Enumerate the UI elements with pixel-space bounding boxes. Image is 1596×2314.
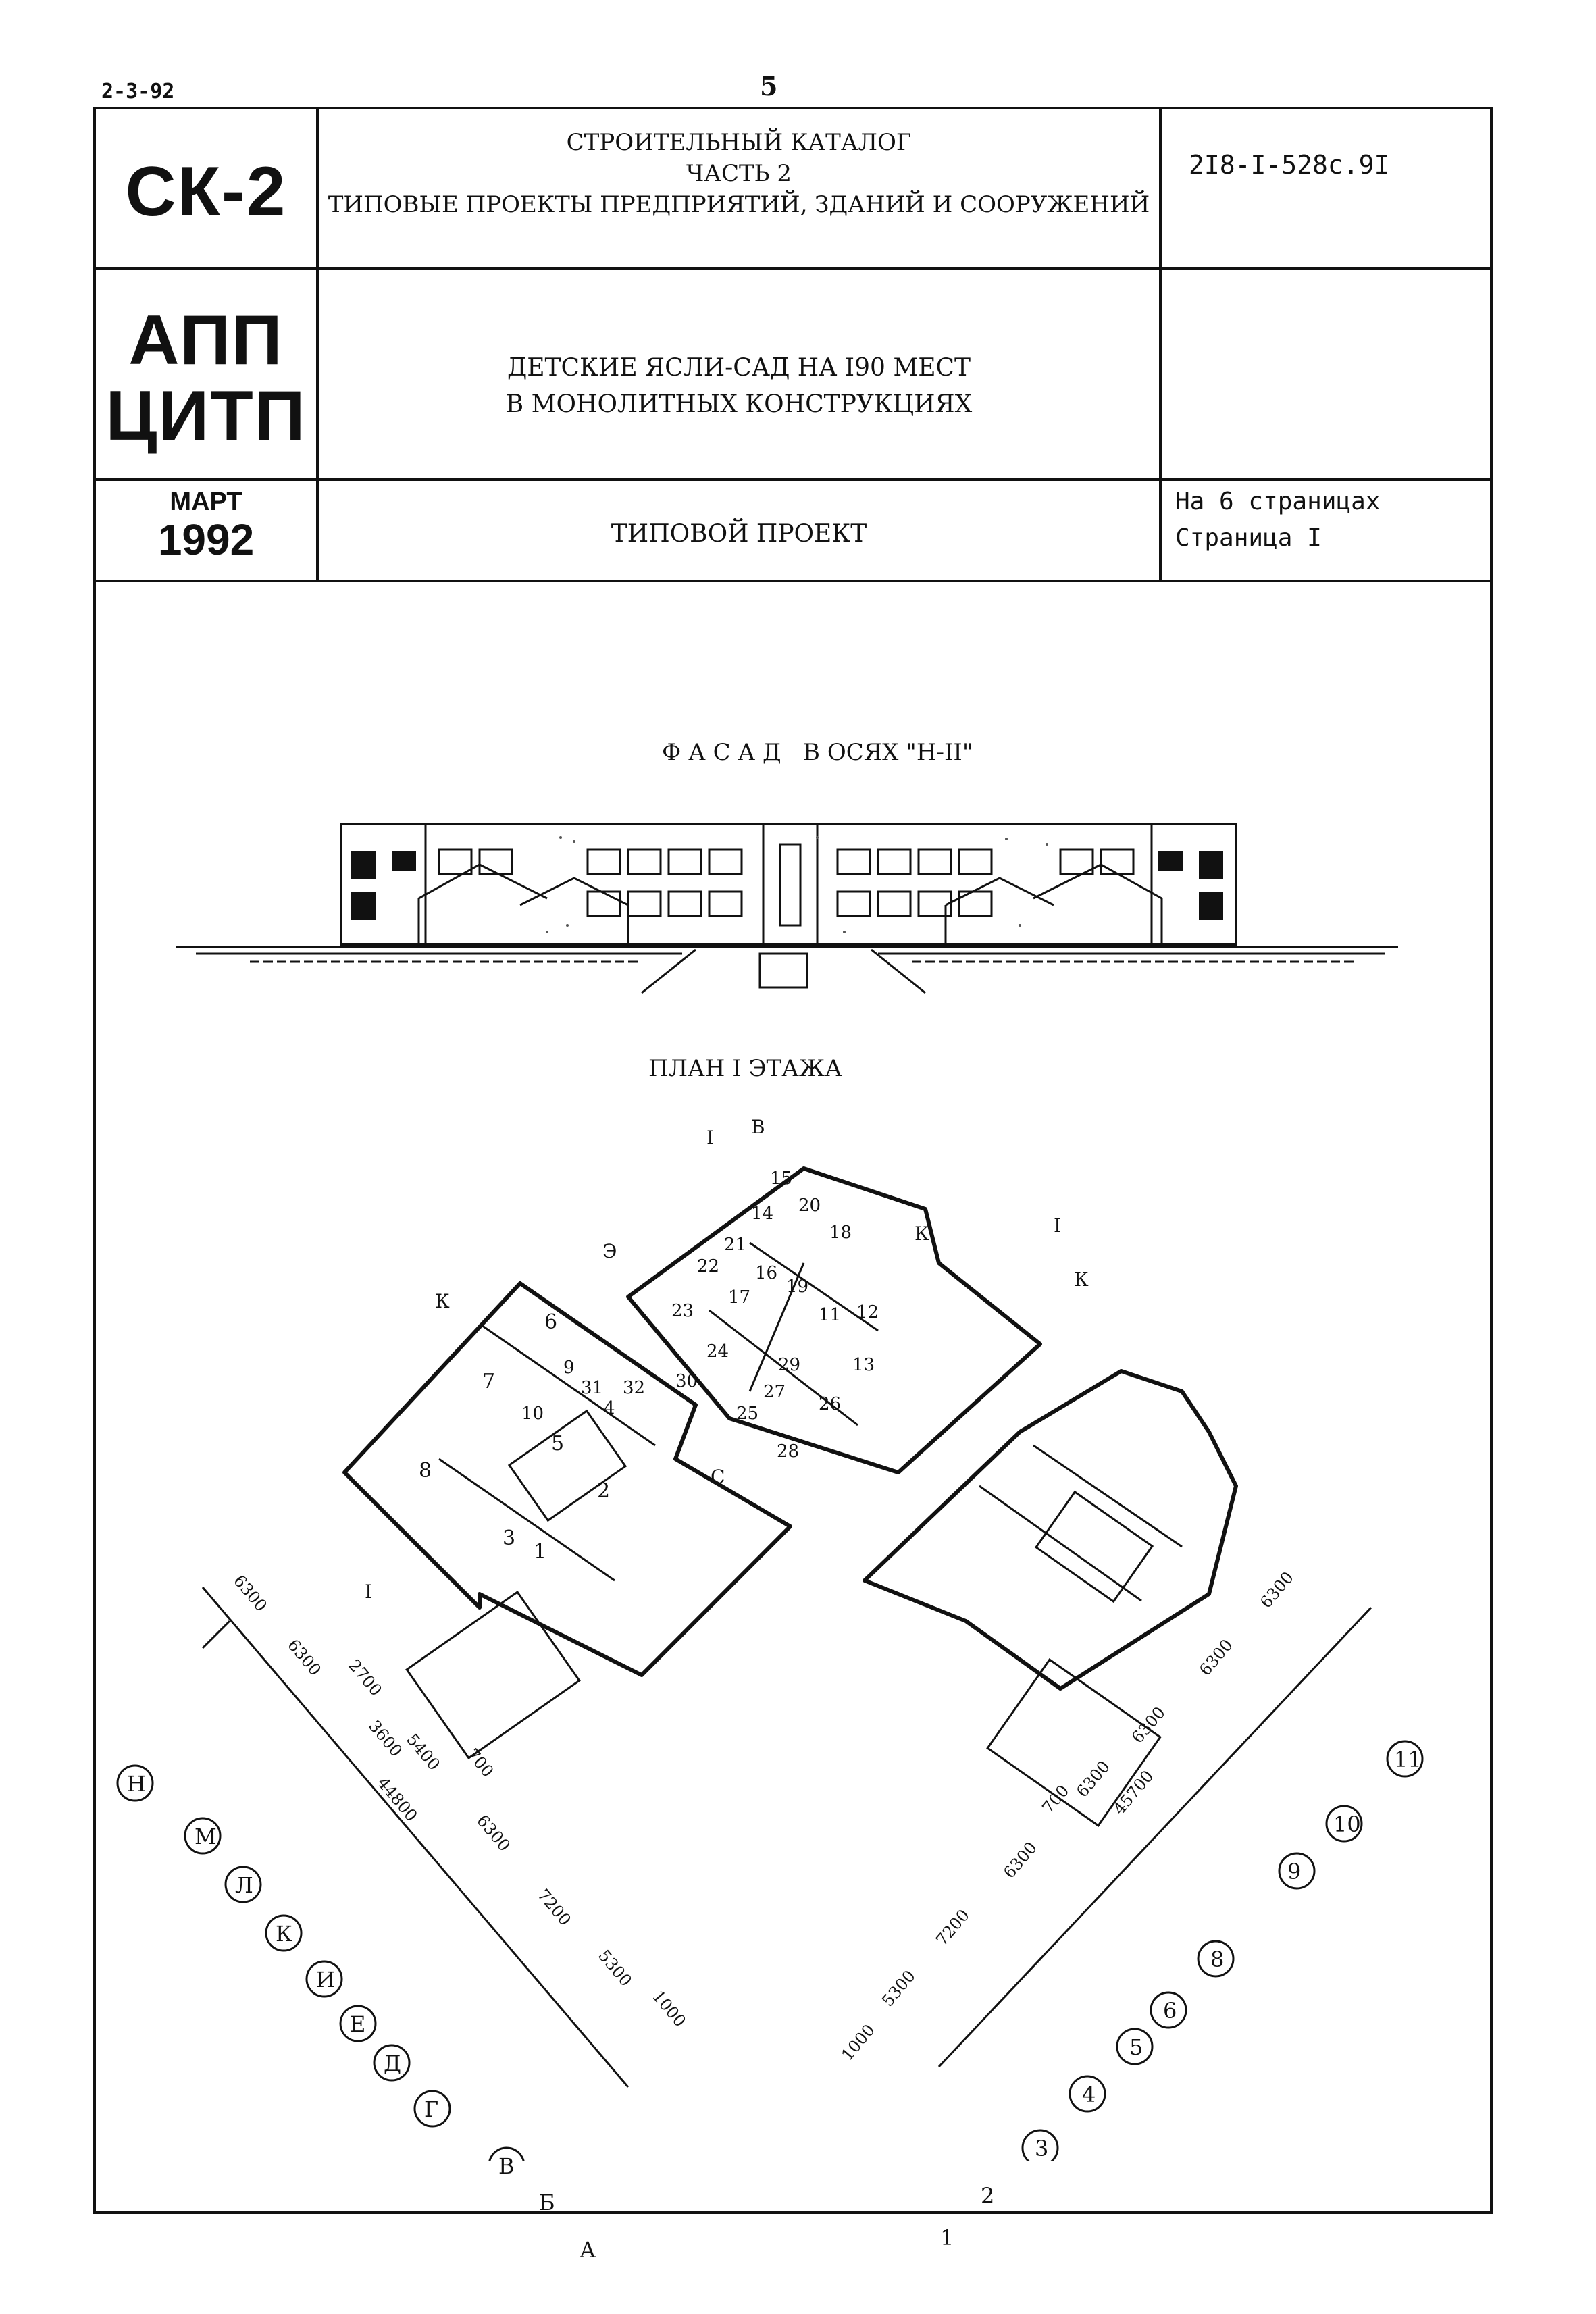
project-title-line-1: ДЕТСКИЕ ЯСЛИ-САД НА I90 МЕСТ bbox=[507, 354, 971, 382]
room-2-left: 2 bbox=[597, 1479, 611, 1503]
axis-2: 2 bbox=[981, 2183, 995, 2209]
room-13: 13 bbox=[852, 1355, 875, 1375]
room-17: 17 bbox=[728, 1287, 751, 1308]
plan-title: ПЛАН I ЭТАЖА bbox=[648, 1055, 842, 1082]
axis-i: И bbox=[316, 1967, 335, 1992]
room-11: 11 bbox=[819, 1305, 842, 1325]
axis-1: 1 bbox=[940, 2225, 954, 2251]
project-title-line-2: В МОНОЛИТНЫХ КОНСТРУКЦИЯХ bbox=[505, 390, 973, 418]
catalog-code: СК-2 bbox=[125, 153, 287, 231]
room-26: 26 bbox=[819, 1394, 842, 1414]
room-10-left: 10 bbox=[521, 1404, 544, 1424]
page-code: 2-3-92 bbox=[101, 80, 175, 103]
room-9-left: 9 bbox=[563, 1358, 575, 1378]
axis-l: Л bbox=[235, 1872, 253, 1898]
room-24: 24 bbox=[706, 1341, 729, 1362]
section-mark-i-right: I bbox=[1054, 1214, 1062, 1237]
axis-4: 4 bbox=[1082, 2082, 1096, 2107]
title-block-vline-right bbox=[1159, 107, 1162, 581]
section-mark-k-center: К bbox=[915, 1223, 929, 1245]
room-25: 25 bbox=[736, 1404, 759, 1424]
section-mark-i-left: I bbox=[365, 1580, 373, 1603]
axis-e: Е bbox=[350, 2011, 366, 2037]
room-31: 31 bbox=[581, 1378, 604, 1398]
room-3-left: 3 bbox=[503, 1526, 516, 1550]
room-29: 29 bbox=[778, 1355, 801, 1375]
room-14: 14 bbox=[751, 1204, 774, 1224]
section-mark-k-right: К bbox=[1074, 1268, 1089, 1291]
title-block-vline-left bbox=[316, 107, 319, 581]
room-6-left: 6 bbox=[544, 1310, 558, 1334]
room-21: 21 bbox=[724, 1235, 747, 1255]
issue-month: МАРТ bbox=[170, 488, 242, 516]
axis-6: 6 bbox=[1163, 1998, 1177, 2024]
room-8-left: 8 bbox=[419, 1459, 432, 1483]
catalog-title-line-3: ТИПОВЫЕ ПРОЕКТЫ ПРЕДПРИЯТИЙ, ЗДАНИЙ И СО… bbox=[328, 191, 1150, 218]
catalog-title-line-1: СТРОИТЕЛЬНЫЙ КАТАЛОГ bbox=[566, 129, 912, 156]
page-current: Страница I bbox=[1175, 524, 1322, 552]
axis-d: Д bbox=[384, 2051, 402, 2076]
axis-9: 9 bbox=[1287, 1859, 1302, 1884]
title-block-divider-3 bbox=[93, 580, 1493, 582]
room-16: 16 bbox=[755, 1263, 778, 1283]
axis-11: 11 bbox=[1394, 1747, 1422, 1772]
room-1-left: 1 bbox=[534, 1540, 547, 1564]
room-32: 32 bbox=[623, 1378, 646, 1398]
issue-year: 1992 bbox=[157, 515, 255, 564]
org-code-line-1: АПП bbox=[128, 301, 284, 380]
room-20: 20 bbox=[798, 1195, 821, 1216]
section-mark-i: I bbox=[706, 1127, 715, 1149]
axis-10: 10 bbox=[1333, 1811, 1361, 1837]
axis-3: 3 bbox=[1035, 2136, 1049, 2161]
room-12: 12 bbox=[856, 1302, 879, 1322]
section-mark-s: С bbox=[711, 1466, 725, 1488]
catalog-title: СТРОИТЕЛЬНЫЙ КАТАЛОГ ЧАСТЬ 2 ТИПОВЫЕ ПРО… bbox=[319, 127, 1159, 220]
room-18: 18 bbox=[829, 1223, 852, 1243]
org-code-line-2: ЦИТП bbox=[105, 377, 307, 455]
room-15: 15 bbox=[770, 1168, 793, 1189]
axis-m: М bbox=[195, 1824, 217, 1849]
room-30: 30 bbox=[675, 1371, 698, 1391]
axis-v: В bbox=[498, 2153, 515, 2179]
doc-number: 2I8-I-528с.9I bbox=[1189, 150, 1390, 180]
axis-k: К bbox=[276, 1921, 292, 1947]
section-mark-e: Э bbox=[602, 1240, 617, 1262]
title-block-divider-1 bbox=[93, 267, 1493, 270]
room-22: 22 bbox=[697, 1256, 720, 1277]
axis-g: Г bbox=[424, 2097, 439, 2122]
axis-8: 8 bbox=[1210, 1947, 1225, 1972]
axis-b: Б bbox=[539, 2190, 555, 2215]
facade-title: Ф А С А Д В ОСЯХ "Н-II" bbox=[662, 739, 973, 766]
axis-n: Н bbox=[127, 1771, 146, 1797]
title-block-divider-2 bbox=[93, 478, 1493, 481]
project-title: ДЕТСКИЕ ЯСЛИ-САД НА I90 МЕСТ В МОНОЛИТНЫ… bbox=[319, 350, 1159, 423]
room-28: 28 bbox=[777, 1441, 800, 1462]
room-7-left: 7 bbox=[482, 1370, 496, 1393]
section-mark-k-left: К bbox=[435, 1290, 450, 1312]
room-23: 23 bbox=[671, 1301, 694, 1321]
drawing-frame bbox=[93, 107, 1493, 2214]
pages-total: На 6 страницах bbox=[1175, 488, 1381, 515]
org-code: АПП ЦИТП bbox=[96, 303, 316, 454]
section-mark-v: В bbox=[751, 1116, 765, 1138]
axis-a: А bbox=[580, 2237, 596, 2263]
floor-plan-drawing bbox=[116, 1166, 1424, 2161]
catalog-title-line-2: ЧАСТЬ 2 bbox=[686, 160, 792, 187]
room-27: 27 bbox=[763, 1382, 786, 1402]
room-19: 19 bbox=[786, 1277, 809, 1297]
doc-type: ТИПОВОЙ ПРОЕКТ bbox=[611, 520, 867, 548]
page-number: 5 bbox=[760, 71, 778, 101]
room-5-left: 5 bbox=[551, 1432, 565, 1456]
facade-drawing bbox=[176, 823, 1398, 994]
room-4-left: 4 bbox=[604, 1398, 615, 1418]
axis-5: 5 bbox=[1129, 2034, 1143, 2060]
